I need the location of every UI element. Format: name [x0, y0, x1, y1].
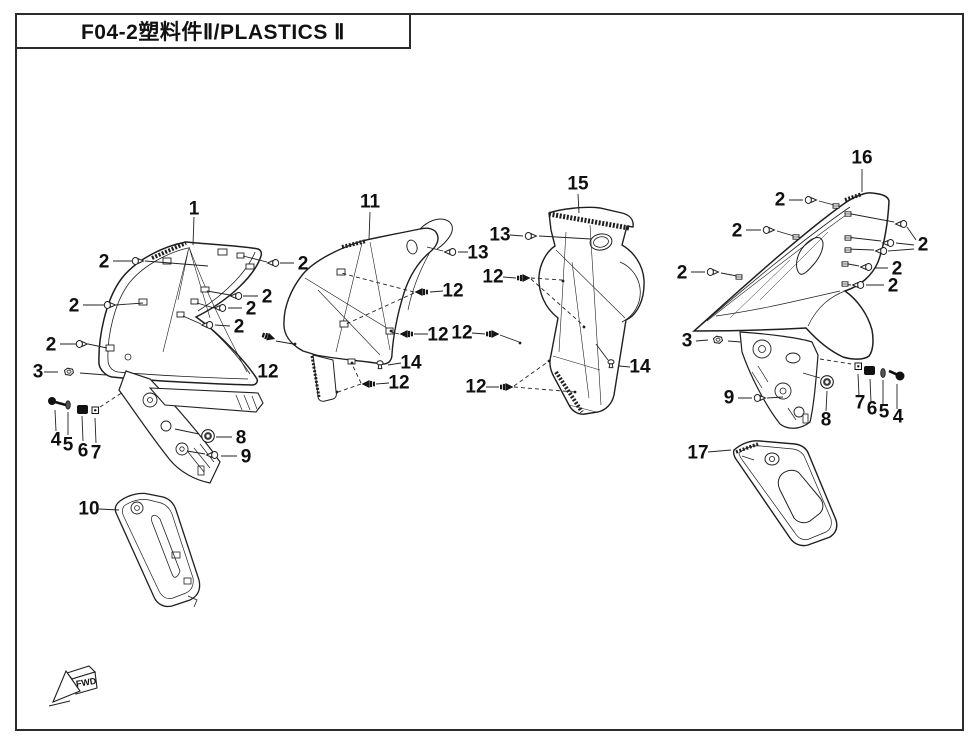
part-number-callout: 2: [233, 316, 245, 338]
part-number-callout: 12: [257, 361, 279, 383]
fwd-arrow-icon: FWD: [48, 665, 98, 707]
part-number-callout: 6: [77, 440, 89, 462]
part-number-callout: 14: [400, 352, 422, 374]
part-number-callout: 2: [45, 334, 57, 356]
part-number-callout: 9: [723, 387, 735, 409]
assembly-1-panel: [98, 241, 263, 386]
part-number-callout: 7: [854, 392, 866, 414]
part-number-callout: 12: [388, 372, 410, 394]
part-number-callout: 2: [245, 298, 257, 320]
part-10-panel: [114, 492, 201, 608]
part-number-callout: 12: [442, 280, 464, 302]
assembly-15-panel: [538, 206, 645, 415]
part-17-panel: [732, 440, 838, 547]
page-title: F04-2塑料件Ⅱ/PLASTICS Ⅱ: [80, 21, 346, 44]
part-number-callout: 4: [892, 406, 904, 428]
part-number-callout: 14: [629, 356, 651, 378]
part-number-callout: 2: [261, 286, 273, 308]
fastener-set-left: [48, 397, 99, 414]
part-number-callout: 10: [78, 498, 100, 520]
part-number-callout: 13: [467, 242, 489, 264]
assembly-16-panel: [692, 192, 890, 360]
fastener-set-right: [854, 362, 905, 381]
part-number-callout: 2: [774, 189, 786, 211]
part-number-callout: 12: [427, 324, 449, 346]
title-box: F04-2塑料件Ⅱ/PLASTICS Ⅱ: [15, 13, 411, 49]
part-number-callout: 2: [297, 253, 309, 275]
part-number-callout: 17: [687, 442, 709, 464]
part-number-callout: 5: [62, 434, 74, 456]
fastener-glyphs: [48, 196, 908, 459]
part-number-callout: 3: [681, 330, 693, 352]
part-number-callout: 12: [482, 266, 504, 288]
assembly-16-bracket: [739, 331, 819, 429]
part-number-callout: 2: [676, 262, 688, 284]
part-number-callout: 2: [887, 275, 899, 297]
part-number-callout: 12: [451, 322, 473, 344]
part-number-callout: 2: [68, 295, 80, 317]
leader-lines: [44, 169, 917, 511]
part-number-callout: 3: [32, 361, 44, 383]
assembly-1-bracket: [118, 370, 264, 484]
part-number-callout: 6: [866, 398, 878, 420]
part-number-callout: 2: [731, 220, 743, 242]
part-number-callout: 9: [240, 446, 252, 468]
part-number-callout: 12: [465, 376, 487, 398]
part-number-callout: 11: [359, 191, 381, 213]
part-number-callout: 7: [90, 442, 102, 464]
part-number-callout: 8: [235, 427, 247, 449]
part-number-callout: 13: [489, 224, 511, 246]
assembly-11-panel: [283, 218, 453, 402]
part-number-callout: 5: [878, 401, 890, 423]
part-number-callout: 2: [891, 258, 903, 280]
part-number-callout: 16: [851, 147, 873, 169]
part-number-callout: 8: [820, 409, 832, 431]
fwd-label: FWD: [75, 676, 97, 689]
part-number-callout: 4: [50, 429, 62, 451]
part-number-callout: 15: [567, 173, 589, 195]
page-border: [15, 13, 964, 731]
part-number-callout: 2: [917, 234, 929, 256]
part-number-callout: 2: [98, 251, 110, 273]
part-number-callout: 1: [188, 198, 200, 220]
